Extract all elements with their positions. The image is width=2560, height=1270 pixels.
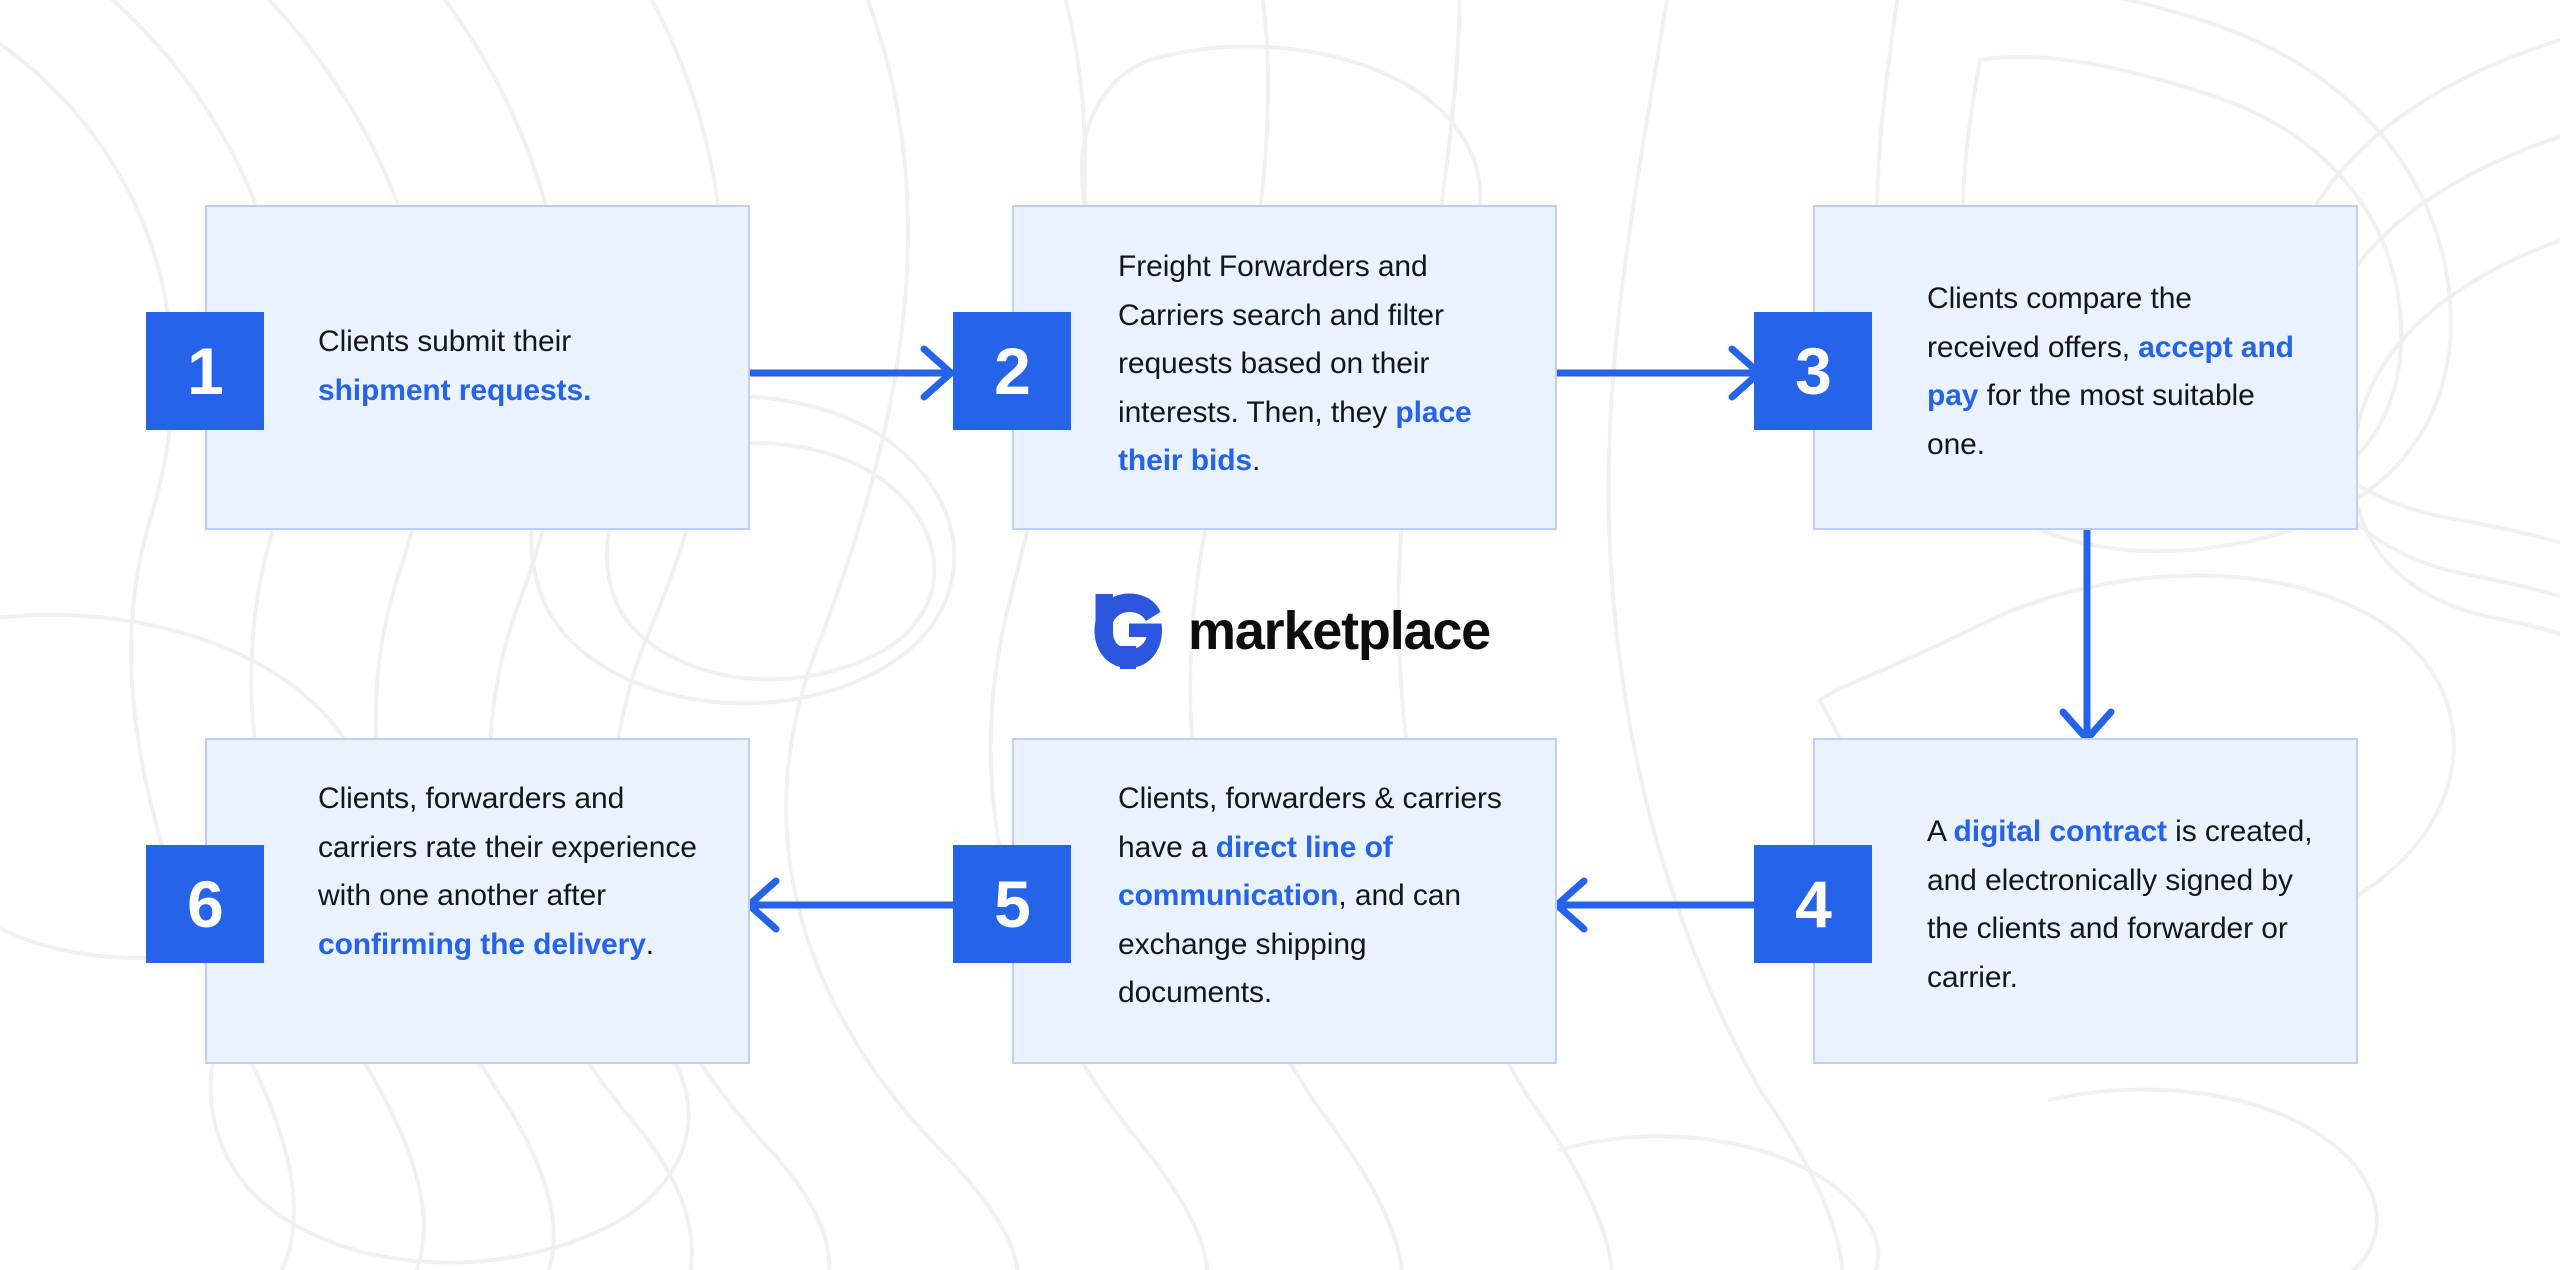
step-2-number: 2 bbox=[994, 334, 1031, 408]
step-4-segment-0: A bbox=[1927, 815, 1954, 848]
step-6-card bbox=[205, 738, 750, 1064]
step-2-segment-2: . bbox=[1252, 444, 1261, 478]
step-2-segment-0: Freight Forwarders and Carriers search a… bbox=[1118, 250, 1444, 429]
step-5-badge: 5 bbox=[953, 845, 1071, 963]
step-1-segment-1: shipment requests. bbox=[318, 373, 592, 407]
arrow-step4-to-step5 bbox=[1553, 877, 1768, 933]
step-3-segment-1: accept and pay bbox=[1927, 330, 2294, 413]
step-1-segment-0: Clients submit their bbox=[318, 325, 572, 358]
step-1-card bbox=[205, 205, 750, 530]
arrow-step5-to-step6 bbox=[745, 877, 960, 933]
step-4-number: 4 bbox=[1795, 867, 1832, 941]
step-4-badge: 4 bbox=[1754, 845, 1872, 963]
step-1-text: Clients submit their shipment requests. bbox=[318, 318, 648, 415]
step-5-text: Clients, forwarders & carriers have a di… bbox=[1118, 775, 1518, 1018]
step-3-segment-0: Clients compare the received offers, bbox=[1927, 282, 2192, 364]
step-4-segment-1: digital contract bbox=[1953, 815, 2168, 848]
step-3-segment-2: for the most suitable one. bbox=[1927, 379, 2255, 461]
marketplace-logo: marketplace bbox=[1088, 592, 1491, 670]
step-6-text: Clients, forwarders and carriers rate th… bbox=[318, 775, 708, 969]
step-5-segment-0: Clients, forwarders & carriers have a bbox=[1118, 782, 1502, 864]
step-5-card bbox=[1012, 738, 1557, 1064]
step-6-segment-1: confirming the delivery bbox=[318, 927, 646, 961]
step-1-badge: 1 bbox=[146, 312, 264, 430]
step-2-text: Freight Forwarders and Carriers search a… bbox=[1118, 243, 1518, 486]
step-4-text: A digital contract is created, and elect… bbox=[1927, 808, 2327, 1002]
step-4-segment-2: is created, and electronically signed by… bbox=[1927, 815, 2313, 994]
step-5-segment-2: , and can exchange shipping documents. bbox=[1118, 879, 1461, 1010]
step-6-segment-0: Clients, forwarders and carriers rate th… bbox=[318, 782, 697, 913]
arrow-step1-to-step2 bbox=[740, 345, 955, 401]
step-2-badge: 2 bbox=[953, 312, 1071, 430]
step-5-number: 5 bbox=[994, 867, 1031, 941]
step-3-number: 3 bbox=[1795, 334, 1832, 408]
arrow-step2-to-step3 bbox=[1548, 345, 1763, 401]
step-3-card bbox=[1813, 205, 2358, 530]
step-6-badge: 6 bbox=[146, 845, 264, 963]
step-6-segment-2: . bbox=[645, 927, 655, 961]
step-1-number: 1 bbox=[187, 334, 224, 408]
arrow-step3-to-step4 bbox=[2059, 528, 2115, 743]
marketplace-logo-mark bbox=[1094, 593, 1162, 669]
step-4-card bbox=[1813, 738, 2358, 1064]
step-6-number: 6 bbox=[187, 867, 224, 941]
step-5-segment-1: direct line of communication bbox=[1118, 830, 1393, 913]
step-3-text: Clients compare the received offers, acc… bbox=[1927, 275, 2307, 469]
step-3-badge: 3 bbox=[1754, 312, 1872, 430]
step-2-segment-1: place their bids bbox=[1118, 395, 1472, 478]
marketplace-wordmark: marketplace bbox=[1188, 601, 1491, 661]
step-2-card bbox=[1012, 205, 1557, 530]
